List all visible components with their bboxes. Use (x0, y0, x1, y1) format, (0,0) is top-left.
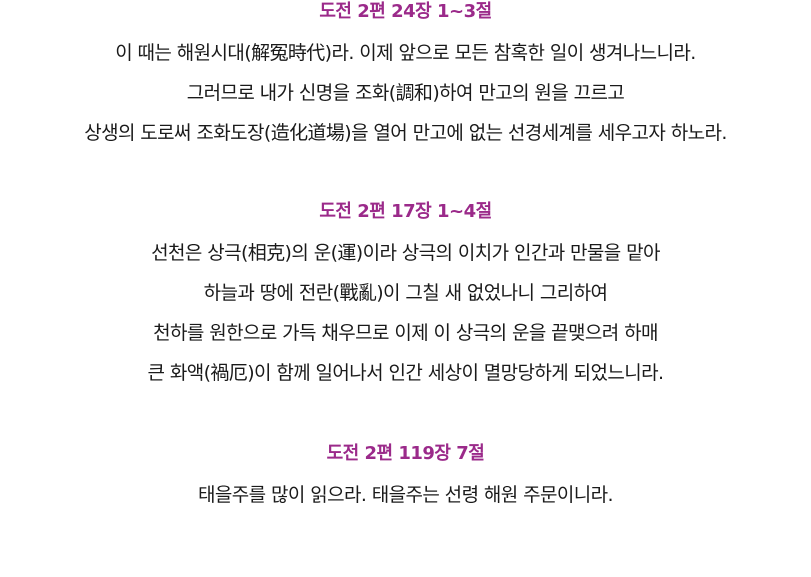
verse-line: 천하를 원한으로 가득 채우므로 이제 이 상극의 운을 끝맺으려 하매 (153, 322, 658, 344)
verse-line: 하늘과 땅에 전란(戰亂)이 그칠 새 없었나니 그리하여 (203, 282, 608, 304)
verse-line: 그러므로 내가 신명을 조화(調和)하여 만고의 원을 끄르고 (186, 82, 625, 104)
verse-block: 태을주를 많이 읽으라. 태을주는 선령 해원 주문이니라. (0, 475, 811, 515)
section-heading: 도전 2편 119장 7절 (326, 443, 485, 464)
section-heading: 도전 2편 17장 1~4절 (319, 201, 492, 222)
verse-line: 상생의 도로써 조화도장(造化道場)을 열어 만고에 없는 선경세계를 세우고자… (84, 122, 727, 144)
verse-line: 큰 화액(禍厄)이 함께 일어나서 인간 세상이 멸망당하게 되었느니라. (147, 362, 665, 384)
verse-line: 태을주를 많이 읽으라. 태을주는 선령 해원 주문이니라. (198, 484, 613, 506)
scripture-section-3: 도전 2편 119장 7절 태을주를 많이 읽으라. 태을주는 선령 해원 주문… (0, 442, 811, 515)
verse-block: 선천은 상극(相克)의 운(運)이라 상극의 이치가 인간과 만물을 맡아 하늘… (0, 233, 811, 393)
section-heading: 도전 2편 24장 1~3절 (319, 1, 492, 22)
scripture-section-1: 도전 2편 24장 1~3절 이 때는 해원시대(解冤時代)라. 이제 앞으로 … (0, 0, 811, 153)
verse-block: 이 때는 해원시대(解冤時代)라. 이제 앞으로 모든 참혹한 일이 생겨나느니… (0, 33, 811, 153)
verse-line: 선천은 상극(相克)의 운(運)이라 상극의 이치가 인간과 만물을 맡아 (151, 242, 660, 264)
verse-line: 이 때는 해원시대(解冤時代)라. 이제 앞으로 모든 참혹한 일이 생겨나느니… (115, 42, 696, 64)
scripture-section-2: 도전 2편 17장 1~4절 선천은 상극(相克)의 운(運)이라 상극의 이치… (0, 200, 811, 393)
